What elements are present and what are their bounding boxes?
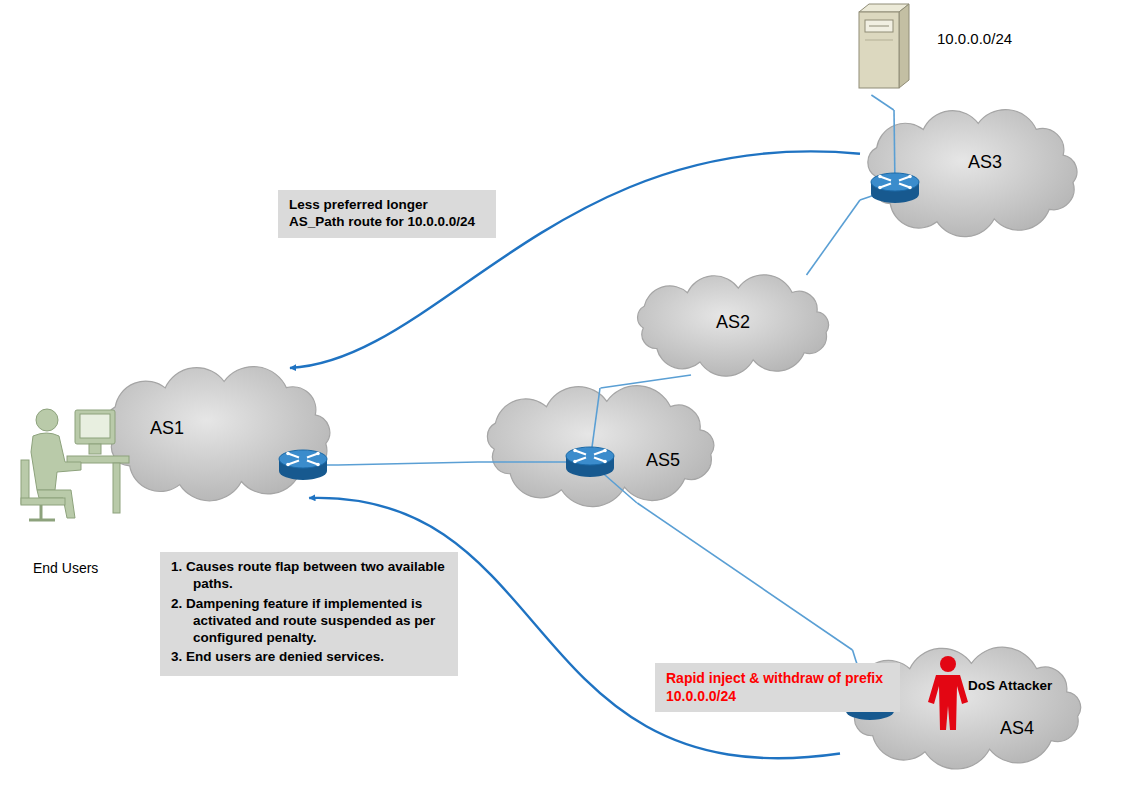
attack-note-box: Rapid inject & withdraw of prefix 10.0.0… <box>655 663 900 712</box>
as-label: AS2 <box>716 312 750 333</box>
as-label: AS4 <box>1000 718 1034 739</box>
end-user-label: End Users <box>33 560 98 576</box>
link-line <box>871 95 893 110</box>
as-cloud: AS5 <box>478 388 723 503</box>
cloud-outline <box>850 647 1081 769</box>
as-label: AS5 <box>646 450 680 471</box>
router-icon <box>279 450 327 480</box>
router-icon <box>871 173 919 203</box>
as-cloud: AS2 <box>628 275 838 375</box>
server-node: 10.0.0.0/24 <box>845 0 1065 95</box>
end-user-node: End Users <box>5 392 135 582</box>
icon-art <box>5 392 135 582</box>
cloud-shape <box>98 368 338 498</box>
note-box: Less preferred longer AS_Path route for … <box>278 190 496 238</box>
as-label: AS1 <box>150 418 184 439</box>
cloud-outline <box>638 275 829 376</box>
cloud-outline <box>487 386 713 507</box>
list-item: 3. End users are denied services. <box>171 649 447 666</box>
prefix-label: 10.0.0.0/24 <box>937 30 1012 47</box>
cloud-shape <box>860 110 1085 235</box>
list-item: 2. Dampening feature if implemented is a… <box>171 596 447 647</box>
end-user-figure <box>21 409 129 520</box>
icon-art <box>845 0 1065 95</box>
cloud-outline <box>868 110 1077 237</box>
router-icon <box>566 447 614 477</box>
list-item: 1. Causes route flap between two availab… <box>171 559 447 593</box>
as-cloud: AS3 <box>860 110 1085 235</box>
link-line <box>601 375 692 388</box>
link-line <box>338 462 478 465</box>
router-icon <box>846 690 894 720</box>
as-label: AS3 <box>968 152 1002 173</box>
link-line <box>853 650 871 705</box>
link-line <box>637 503 852 650</box>
cloud-shape <box>478 388 723 503</box>
attacker-label: DoS Attacker <box>968 678 1052 693</box>
route-note: Less preferred longer AS_Path route for … <box>289 197 485 231</box>
link-line <box>807 200 861 275</box>
as-cloud: AS1 <box>98 368 338 498</box>
cloud-outline <box>106 367 330 501</box>
server-icon <box>859 4 909 88</box>
attacker-figure <box>928 656 968 730</box>
attack-note: Rapid inject & withdraw of prefix 10.0.0… <box>666 670 889 705</box>
effects-box: 1. Causes route flap between two availab… <box>160 552 458 676</box>
